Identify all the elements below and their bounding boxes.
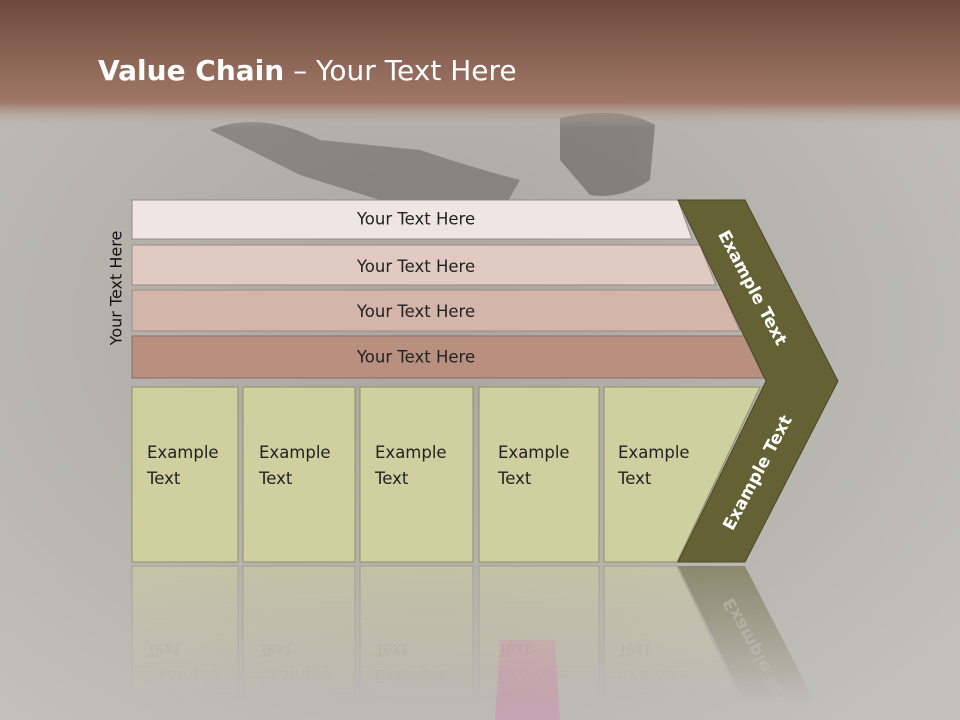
reflection-box-5-line2: Text bbox=[617, 640, 652, 659]
diagram-reflection: Example Text Example Text Example Text E… bbox=[131, 565, 825, 720]
header-band bbox=[0, 0, 960, 128]
primary-box-4-line2: Text bbox=[497, 469, 532, 488]
primary-box-5-line2: Text bbox=[617, 469, 652, 488]
chevron-shape bbox=[677, 199, 839, 563]
reflection-box-1-line2: Text bbox=[146, 640, 181, 659]
reflection-box-4-line1: Example bbox=[498, 666, 570, 685]
support-row-4: Your Text Here bbox=[131, 335, 765, 379]
primary-box-1-line1: Example bbox=[147, 443, 219, 462]
support-row-4-label: Your Text Here bbox=[356, 348, 475, 367]
primary-boxes: Example Text Example Text Example Text E… bbox=[131, 386, 761, 563]
support-row-1: Your Text Here bbox=[131, 199, 693, 240]
primary-box-4: Example Text bbox=[478, 386, 600, 563]
reflection-box-2-line1: Example bbox=[259, 666, 331, 685]
primary-box-3-line2: Text bbox=[374, 469, 409, 488]
reflection-box-3-line2: Text bbox=[374, 640, 409, 659]
primary-box-3-line1: Example bbox=[375, 443, 447, 462]
title-rest: – Your Text Here bbox=[284, 54, 517, 87]
primary-box-2: Example Text bbox=[242, 386, 356, 563]
support-row-3-label: Your Text Here bbox=[356, 302, 475, 321]
primary-box-1-line2: Text bbox=[146, 469, 181, 488]
primary-box-4-line1: Example bbox=[498, 443, 570, 462]
support-rows: Your Text Here Your Text Here Your Text … bbox=[131, 199, 765, 379]
support-row-2: Your Text Here bbox=[131, 244, 717, 286]
reflection-box-2-line2: Text bbox=[258, 640, 293, 659]
reflection-box-4-line2: Text bbox=[497, 640, 532, 659]
support-row-1-label: Your Text Here bbox=[356, 210, 475, 229]
reflection-box-3-line1: Example bbox=[375, 666, 447, 685]
primary-box-1: Example Text bbox=[131, 386, 239, 563]
support-row-2-label: Your Text Here bbox=[356, 257, 475, 276]
primary-box-2-line1: Example bbox=[259, 443, 331, 462]
slide-title: Value Chain – Your Text Here bbox=[98, 54, 517, 87]
reflection-box-1-line1: Example bbox=[147, 666, 219, 685]
primary-box-3: Example Text bbox=[359, 386, 474, 563]
title-bold: Value Chain bbox=[98, 54, 285, 87]
primary-box-5: Example Text bbox=[603, 386, 761, 563]
primary-box-2-line2: Text bbox=[258, 469, 293, 488]
reflection-box-5-line1: Example bbox=[618, 666, 690, 685]
support-row-3: Your Text Here bbox=[131, 289, 741, 332]
primary-box-5-line1: Example bbox=[618, 443, 690, 462]
